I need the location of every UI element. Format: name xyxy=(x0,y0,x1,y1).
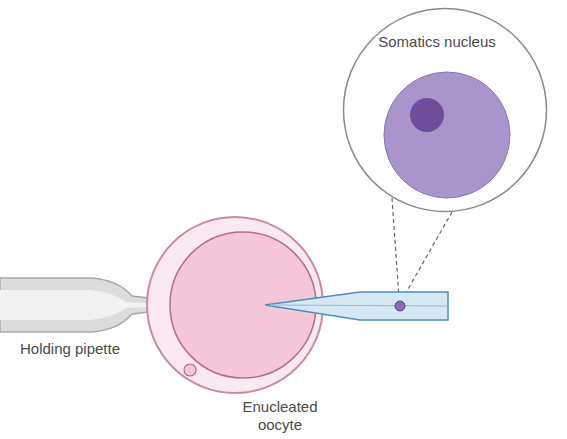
pipette-lumen xyxy=(0,290,148,320)
pipette-lumen xyxy=(270,305,448,306)
node-text: Somatics nucleus xyxy=(362,33,512,51)
pipette-label: Holding pipette xyxy=(3,340,137,358)
magnified-outline xyxy=(344,9,547,212)
holding-pipette xyxy=(0,278,148,332)
donor-nucleus xyxy=(395,301,405,311)
injection-pipette xyxy=(265,292,448,320)
zoom-line xyxy=(403,212,452,298)
nucleolus xyxy=(410,98,444,132)
nucleus xyxy=(384,72,510,198)
zoom-line xyxy=(392,198,399,298)
magnified-view: Somatics nucleus xyxy=(342,7,548,213)
oocyte-label: Enucleated oocyte xyxy=(228,398,332,434)
polar-body xyxy=(184,364,196,376)
